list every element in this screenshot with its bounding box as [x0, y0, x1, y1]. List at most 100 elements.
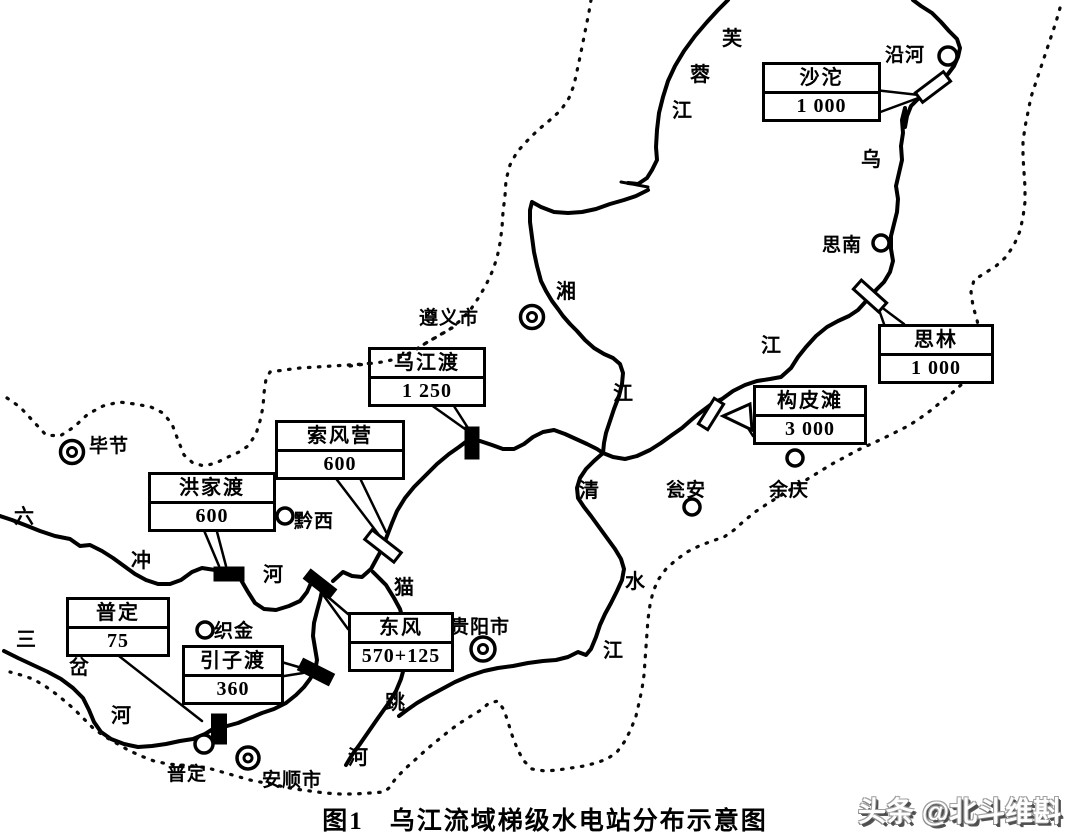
station-capacity: 600: [151, 501, 273, 529]
dam-goupitan: [696, 396, 726, 432]
city-marker-zunyi: [518, 303, 546, 331]
river-label-xiang-2: 江: [613, 383, 633, 405]
station-name: 构皮滩: [777, 390, 843, 412]
boundary-group: [5, 0, 1062, 796]
station-capacity: 3 000: [756, 414, 864, 442]
river-sanchahe-path: [2, 589, 324, 749]
boundary-west-north: [5, 0, 593, 468]
station-capacity: 1 250: [371, 376, 483, 404]
station-name: 思林: [914, 329, 958, 351]
city-label-yanhe: 沿河: [885, 45, 926, 66]
leader-lines-group: [108, 88, 923, 723]
river-furongjiang-stub: [619, 180, 650, 189]
city-marker-yuqing: [785, 448, 805, 468]
dam-hongjiadu: [213, 566, 245, 582]
city-label-anshun: 安顺市: [262, 770, 323, 791]
city-marker-wengan: [682, 497, 702, 517]
station-name: 引子渡: [200, 650, 266, 672]
station-box-suofengying: 索风营 600: [275, 420, 405, 480]
station-capacity: 1 000: [765, 91, 878, 119]
city-marker-yanhe: [937, 45, 959, 67]
station-capacity: 1 000: [881, 353, 991, 381]
river-label-sancha-3: 河: [111, 705, 131, 727]
river-label-xiang-1: 湘: [556, 281, 576, 303]
city-label-qianxi: 黔西: [294, 511, 335, 532]
river-label-furong-1: 芙: [722, 28, 742, 50]
leader-dongfeng: [319, 589, 350, 631]
river-label-furong-3: 江: [672, 100, 692, 122]
station-capacity: 360: [185, 674, 281, 702]
boundary-east-south: [8, 6, 1062, 796]
leader-puding: [108, 647, 204, 723]
city-label-yuqing: 余庆: [769, 480, 810, 501]
city-label-sinan: 思南: [822, 235, 863, 256]
station-box-wujiangdu: 乌江渡 1 250: [368, 347, 486, 407]
river-label-qingshui-2: 水: [625, 571, 645, 593]
figure-caption: 图1 乌江流域梯级水电站分布示意图: [0, 801, 1090, 837]
station-capacity: 600: [278, 449, 402, 477]
city-label-zunyi: 遵义市: [419, 308, 480, 329]
station-box-yinzidu: 引子渡 360: [182, 645, 284, 705]
river-label-maotiao-1: 猫: [394, 577, 414, 599]
station-capacity: 570+125: [351, 641, 451, 669]
city-marker-bijie: [58, 438, 86, 466]
river-label-maotiao-3: 河: [348, 747, 368, 769]
station-capacity: 75: [69, 626, 167, 654]
station-name: 东风: [379, 617, 423, 639]
dams-group: [211, 69, 953, 745]
figure-number: 图1: [322, 808, 364, 835]
dam-wujiangdu: [464, 426, 480, 460]
station-box-puding: 普定 75: [66, 597, 170, 657]
station-box-shatuo: 沙沱 1 000: [762, 62, 881, 122]
river-qingshuijiang-path: [397, 451, 626, 718]
river-label-furong-2: 蓉: [690, 64, 710, 86]
station-name: 沙沱: [799, 67, 844, 89]
river-label-liuchong-3: 河: [263, 564, 283, 586]
city-label-zhijin: 织金: [214, 621, 255, 642]
leader-suofengying: [329, 470, 388, 537]
city-marker-anshun: [235, 745, 261, 771]
river-xiangjiang-path: [528, 188, 650, 455]
station-name: 洪家渡: [179, 477, 245, 499]
city-marker-guiyang: [469, 635, 497, 663]
river-label-sancha-2: 岔: [69, 657, 89, 679]
leader-shatuo: [873, 88, 923, 116]
dam-suofengying: [362, 527, 404, 565]
station-box-hongjiadu: 洪家渡 600: [148, 472, 276, 532]
watermark-text: 头条 @北斗维斟: [858, 796, 1062, 827]
river-label-qingshui-3: 江: [603, 640, 623, 662]
dam-shatuo: [913, 69, 953, 105]
dam-silin: [851, 278, 889, 314]
river-label-liuchong-1: 六: [14, 506, 34, 528]
city-markers-group: [58, 45, 959, 771]
river-label-qingshui-1: 清: [579, 480, 599, 502]
city-label-bijie: 毕节: [89, 436, 130, 457]
city-marker-qianxi: [275, 506, 295, 526]
river-liuchonghe-path: [0, 514, 316, 612]
city-marker-puding: [193, 733, 215, 755]
station-name: 普定: [96, 602, 140, 624]
river-label-wu-2: 江: [761, 335, 781, 357]
station-box-goupitan: 构皮滩 3 000: [753, 385, 867, 445]
river-label-liuchong-2: 冲: [131, 550, 151, 572]
station-box-dongfeng: 东风 570+125: [348, 612, 454, 672]
river-label-sancha-1: 三: [16, 629, 36, 651]
city-label-puding: 普定: [167, 764, 208, 785]
dam-yinzidu: [296, 657, 336, 687]
river-wujiang-path: [331, 0, 962, 583]
dam-puding: [211, 713, 227, 745]
dam-dongfeng: [302, 568, 338, 600]
city-marker-zhijin: [195, 620, 215, 640]
station-box-silin: 思林 1 000: [878, 324, 994, 384]
leader-hongjiadu: [201, 526, 228, 568]
city-label-guiyang: 贵阳市: [450, 617, 511, 638]
goupitan-arrowhead: [719, 401, 754, 433]
river-label-wu-1: 乌: [861, 149, 881, 171]
station-name: 乌江渡: [394, 352, 460, 374]
city-marker-sinan: [871, 233, 891, 253]
river-furongjiang-path: [626, 0, 730, 186]
figure-title: 乌江流域梯级水电站分布示意图: [389, 808, 768, 835]
river-label-maotiao-2: 跳: [385, 692, 405, 714]
